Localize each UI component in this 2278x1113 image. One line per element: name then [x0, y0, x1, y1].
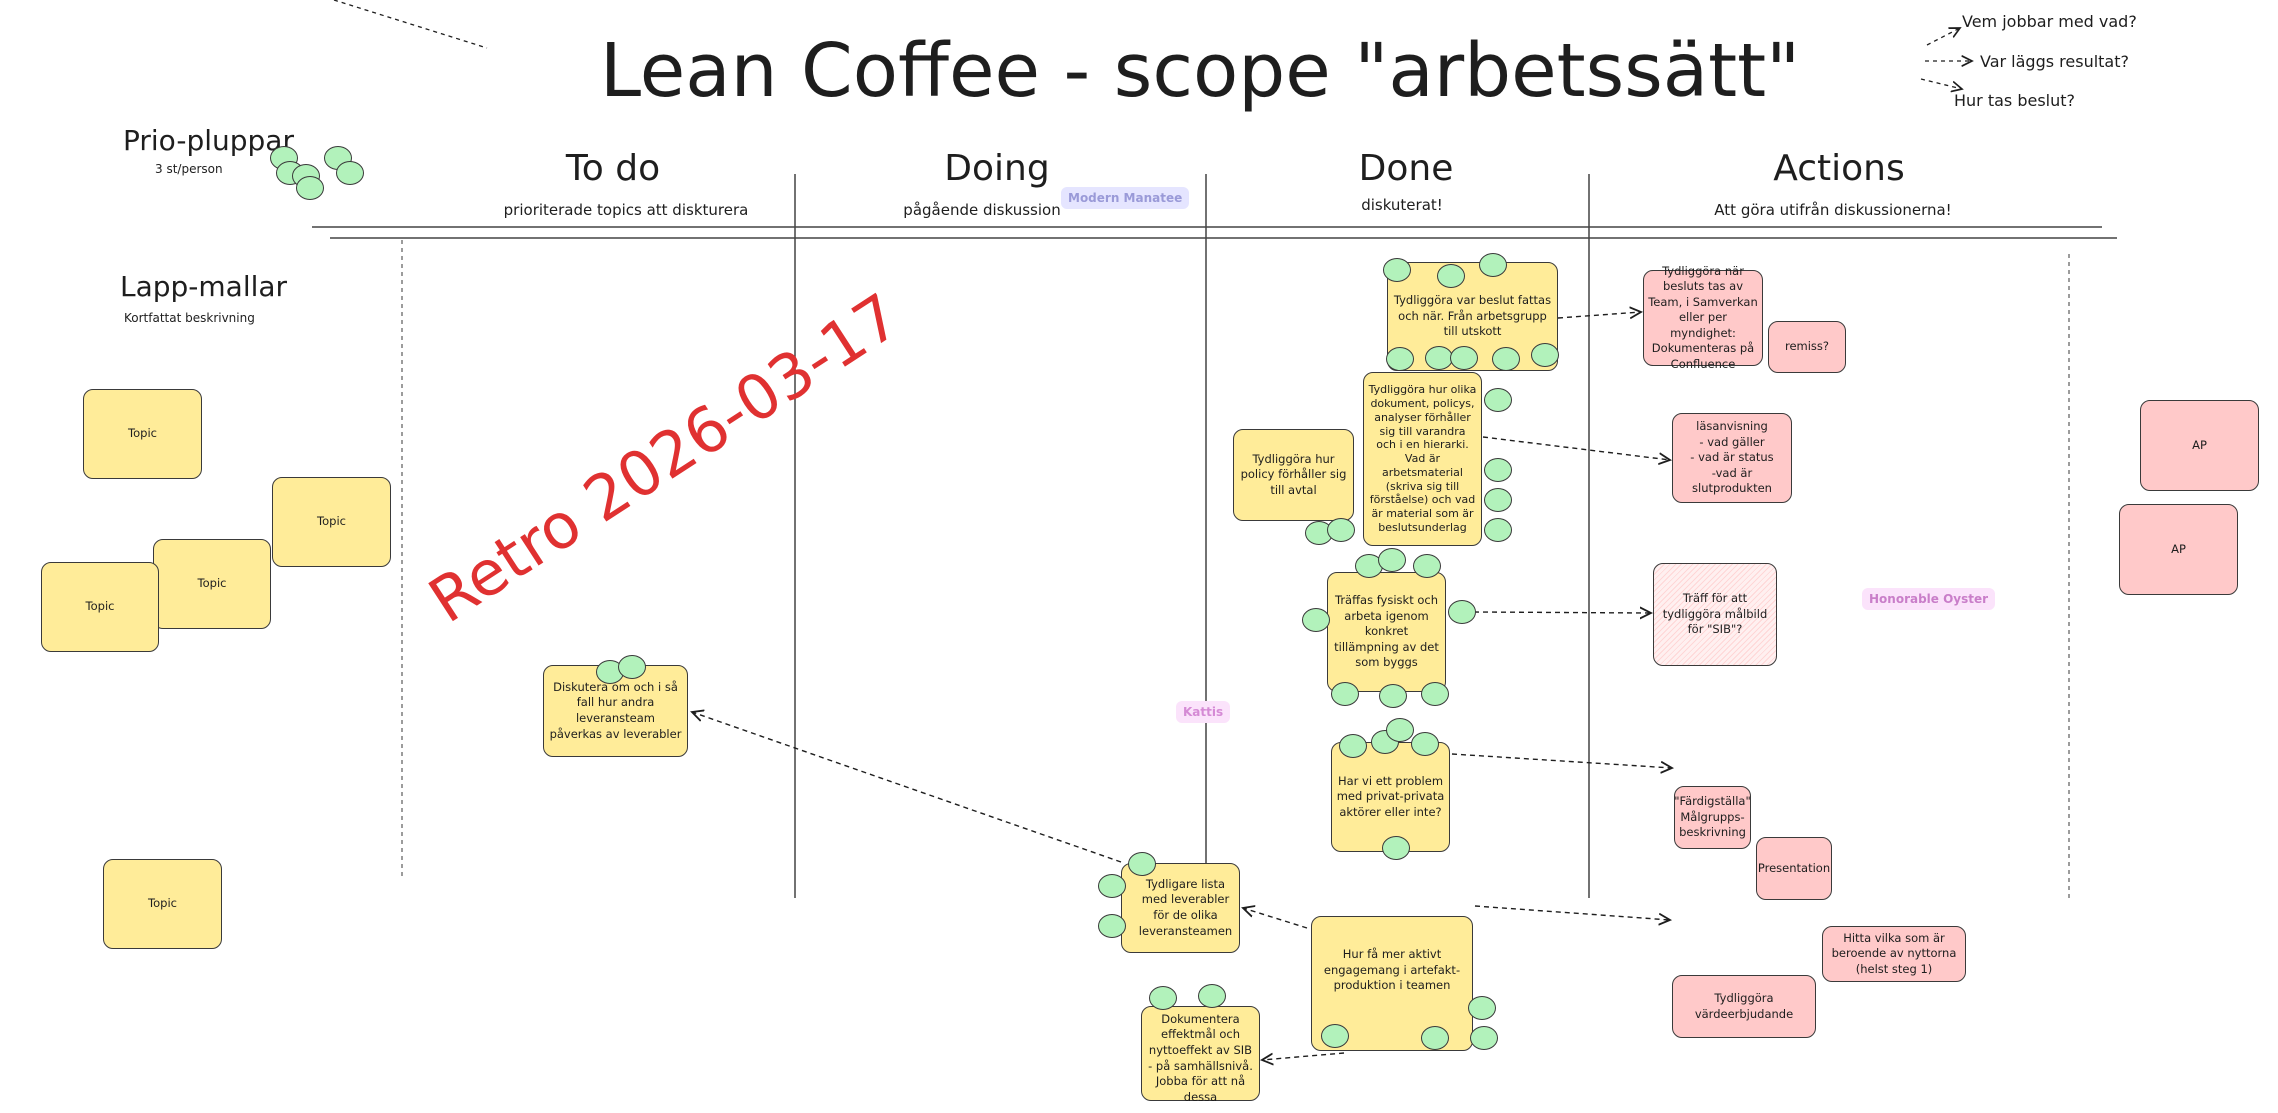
- template-topic-note[interactable]: Topic: [41, 562, 159, 652]
- question-who: Vem jobbar med vad?: [1962, 12, 2137, 31]
- column-title-actions: Actions: [1773, 148, 1905, 189]
- question-results: Var läggs resultat?: [1980, 52, 2129, 71]
- cursor-label: Modern Manatee: [1061, 187, 1190, 209]
- vote-dot-icon[interactable]: [1448, 600, 1476, 624]
- vote-dot-icon[interactable]: [1321, 1024, 1349, 1048]
- vote-dot-icon[interactable]: [1484, 518, 1512, 542]
- vote-dot-icon[interactable]: [1378, 548, 1406, 572]
- action-note[interactable]: läsanvisning - vad gäller - vad är statu…: [1672, 413, 1792, 503]
- vote-dot-icon[interactable]: [1331, 682, 1359, 706]
- connector-arrow: [1482, 436, 1670, 460]
- vote-dot-icon[interactable]: [336, 161, 364, 185]
- vote-dot-icon[interactable]: [1128, 852, 1156, 876]
- connector-arrow: [1243, 908, 1308, 929]
- connector-arrow: [692, 712, 1122, 863]
- topic-note[interactable]: Har vi ett problem med privat-privata ak…: [1331, 742, 1450, 852]
- vote-dot-icon[interactable]: [1379, 684, 1407, 708]
- column-title-todo: To do: [565, 148, 661, 189]
- action-note[interactable]: remiss?: [1768, 321, 1846, 373]
- vote-dot-icon[interactable]: [1425, 346, 1453, 370]
- vote-dot-icon[interactable]: [618, 655, 646, 679]
- vote-dot-icon[interactable]: [1484, 388, 1512, 412]
- vote-dot-icon[interactable]: [1479, 253, 1507, 277]
- column-subtitle-todo: prioriterade topics att diskturera: [503, 201, 749, 219]
- connector-arrow: [1557, 312, 1641, 318]
- action-note-ap[interactable]: AP: [2119, 504, 2238, 595]
- vote-dot-icon[interactable]: [1098, 874, 1126, 898]
- column-title-doing: Doing: [944, 148, 1050, 189]
- topic-note[interactable]: Tydligare lista med leverabler för de ol…: [1121, 863, 1240, 953]
- template-topic-note[interactable]: Topic: [103, 859, 222, 949]
- connector-arrow: [1262, 1052, 1345, 1060]
- question-arrow: [1920, 78, 1962, 89]
- column-subtitle-doing: pågående diskussion: [903, 201, 1061, 219]
- cursor-label: Kattis: [1176, 701, 1231, 723]
- question-decisions: Hur tas beslut?: [1954, 91, 2076, 110]
- template-topic-note[interactable]: Topic: [83, 389, 202, 479]
- template-topic-note[interactable]: Topic: [272, 477, 391, 567]
- topic-note[interactable]: Tydliggöra hur olika dokument, policys, …: [1363, 372, 1482, 546]
- vote-dot-icon[interactable]: [1421, 682, 1449, 706]
- topic-note[interactable]: Tydliggöra hur policy förhåller sig till…: [1233, 429, 1354, 521]
- vote-dot-icon[interactable]: [1098, 914, 1126, 938]
- topic-note[interactable]: Träffas fysiskt och arbeta igenom konkre…: [1327, 572, 1446, 692]
- vote-dot-icon[interactable]: [1302, 608, 1330, 632]
- topic-note[interactable]: Dokumentera effektmål och nyttoeffekt av…: [1141, 1006, 1260, 1104]
- vote-dot-icon[interactable]: [1413, 554, 1441, 578]
- column-subtitle-done: diskuterat!: [1361, 196, 1443, 214]
- connector-arrow: [1451, 753, 1672, 768]
- vote-dot-icon[interactable]: [1421, 1026, 1449, 1050]
- vote-dot-icon[interactable]: [1531, 343, 1559, 367]
- vote-dot-icon[interactable]: [1327, 518, 1355, 542]
- action-note[interactable]: Träff för att tydliggöra målbild för "SI…: [1653, 563, 1777, 666]
- vote-dot-icon[interactable]: [1468, 996, 1496, 1020]
- vote-dot-icon[interactable]: [1198, 984, 1226, 1008]
- vote-dot-icon[interactable]: [1382, 836, 1410, 860]
- lapp-subtitle: Kortfattat beskrivning: [124, 311, 255, 325]
- lapp-title: Lapp-mallar: [120, 270, 288, 303]
- vote-dot-icon[interactable]: [1411, 732, 1439, 756]
- vote-dot-icon[interactable]: [296, 176, 324, 200]
- title-pointer-line: [333, 0, 488, 49]
- vote-dot-icon[interactable]: [1437, 264, 1465, 288]
- cursor-label: Honorable Oyster: [1862, 588, 1996, 610]
- action-note[interactable]: Presentation: [1756, 837, 1832, 900]
- action-note-ap[interactable]: AP: [2140, 400, 2259, 491]
- action-note[interactable]: Tydliggöra värdeerbjudande: [1672, 975, 1816, 1038]
- connector-arrow: [1474, 905, 1670, 920]
- vote-dot-icon[interactable]: [1470, 1026, 1498, 1050]
- vote-dot-icon[interactable]: [1383, 258, 1411, 282]
- action-note[interactable]: "Färdigställa" Målgrupps-beskrivning: [1674, 786, 1751, 849]
- vote-dot-icon[interactable]: [1484, 458, 1512, 482]
- vote-dot-icon[interactable]: [1386, 718, 1414, 742]
- connector-arrow: [1473, 612, 1651, 613]
- vote-dot-icon[interactable]: [1386, 347, 1414, 371]
- column-title-done: Done: [1358, 148, 1454, 189]
- vote-dot-icon[interactable]: [1149, 986, 1177, 1010]
- prio-title: Prio-pluppar: [123, 124, 294, 157]
- column-subtitle-actions: Att göra utifrån diskussionerna!: [1714, 201, 1952, 219]
- question-arrow: [1926, 28, 1960, 46]
- vote-dot-icon[interactable]: [1450, 346, 1478, 370]
- action-note[interactable]: Tydliggöra när besluts tas av Team, i Sa…: [1643, 264, 1763, 371]
- board-title: Lean Coffee - scope "arbetssätt": [599, 28, 1801, 114]
- vote-dot-icon[interactable]: [1484, 488, 1512, 512]
- template-topic-note[interactable]: Topic: [153, 539, 271, 629]
- vote-dot-icon[interactable]: [1339, 734, 1367, 758]
- action-note[interactable]: Hitta vilka som är beroende av nyttorna …: [1822, 926, 1966, 982]
- prio-subtitle: 3 st/person: [155, 162, 223, 176]
- vote-dot-icon[interactable]: [1492, 347, 1520, 371]
